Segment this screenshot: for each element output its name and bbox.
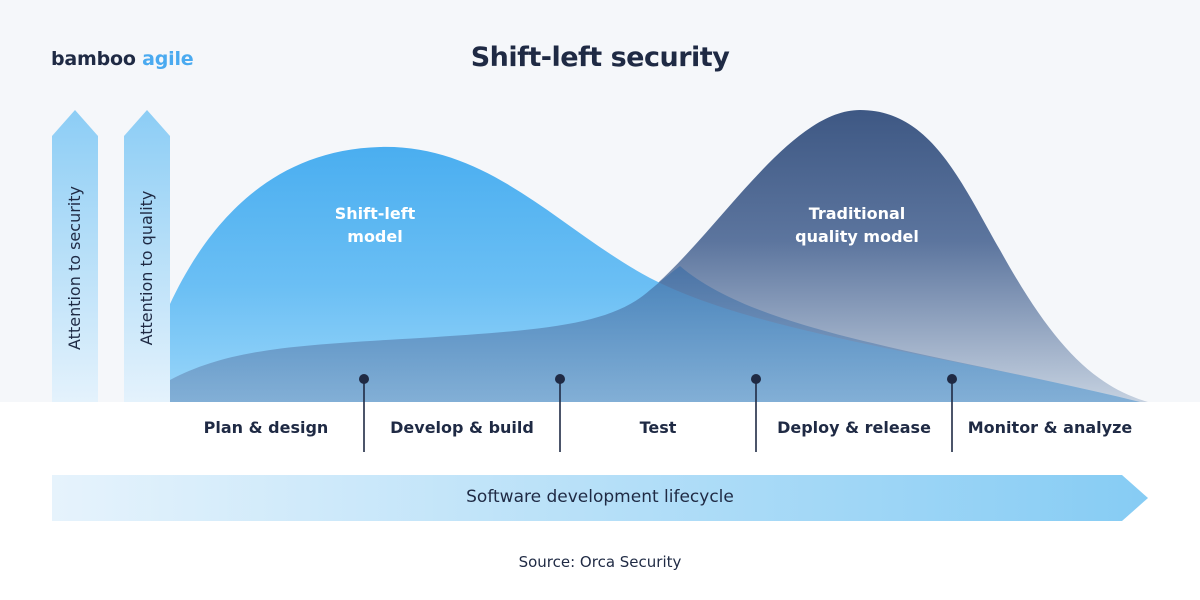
shift-left-model-label: Shift-left model	[290, 202, 460, 248]
lifecycle-arrow	[52, 475, 1148, 521]
quality-axis-label: Attention to quality	[137, 190, 156, 346]
security-axis-label: Attention to security	[65, 186, 84, 350]
source-credit: Source: Orca Security	[518, 553, 682, 571]
stage-divider	[751, 374, 761, 452]
traditional-curve-overlap	[170, 266, 1140, 402]
quality-axis-arrow	[124, 110, 170, 402]
shift-left-curve-area	[170, 146, 1140, 402]
lifecycle-label: Software development lifecycle	[466, 487, 734, 507]
stage-divider	[359, 374, 369, 452]
traditional-label-line1: Traditional	[808, 204, 906, 223]
stage-divider	[555, 374, 565, 452]
logo-word-agile: agile	[142, 48, 194, 70]
stage-deploy-release: Deploy & release	[777, 418, 931, 437]
security-axis-arrow	[52, 110, 98, 402]
traditional-model-label: Traditional quality model	[767, 202, 947, 248]
traditional-label-line2: quality model	[795, 227, 919, 246]
page-title: Shift-left security	[470, 42, 730, 73]
stage-monitor-analyze: Monitor & analyze	[967, 418, 1133, 437]
stage-test: Test	[639, 418, 677, 437]
stage-plan-design: Plan & design	[203, 418, 329, 437]
stage-develop-build: Develop & build	[390, 418, 534, 437]
shift-left-label-line1: Shift-left	[334, 204, 416, 223]
traditional-curve-area	[170, 110, 1148, 402]
logo-word-bamboo: bamboo	[51, 48, 136, 70]
stage-divider	[947, 374, 957, 452]
bamboo-agile-logo: bamboo agile	[51, 46, 194, 72]
shift-left-label-line2: model	[347, 227, 403, 246]
